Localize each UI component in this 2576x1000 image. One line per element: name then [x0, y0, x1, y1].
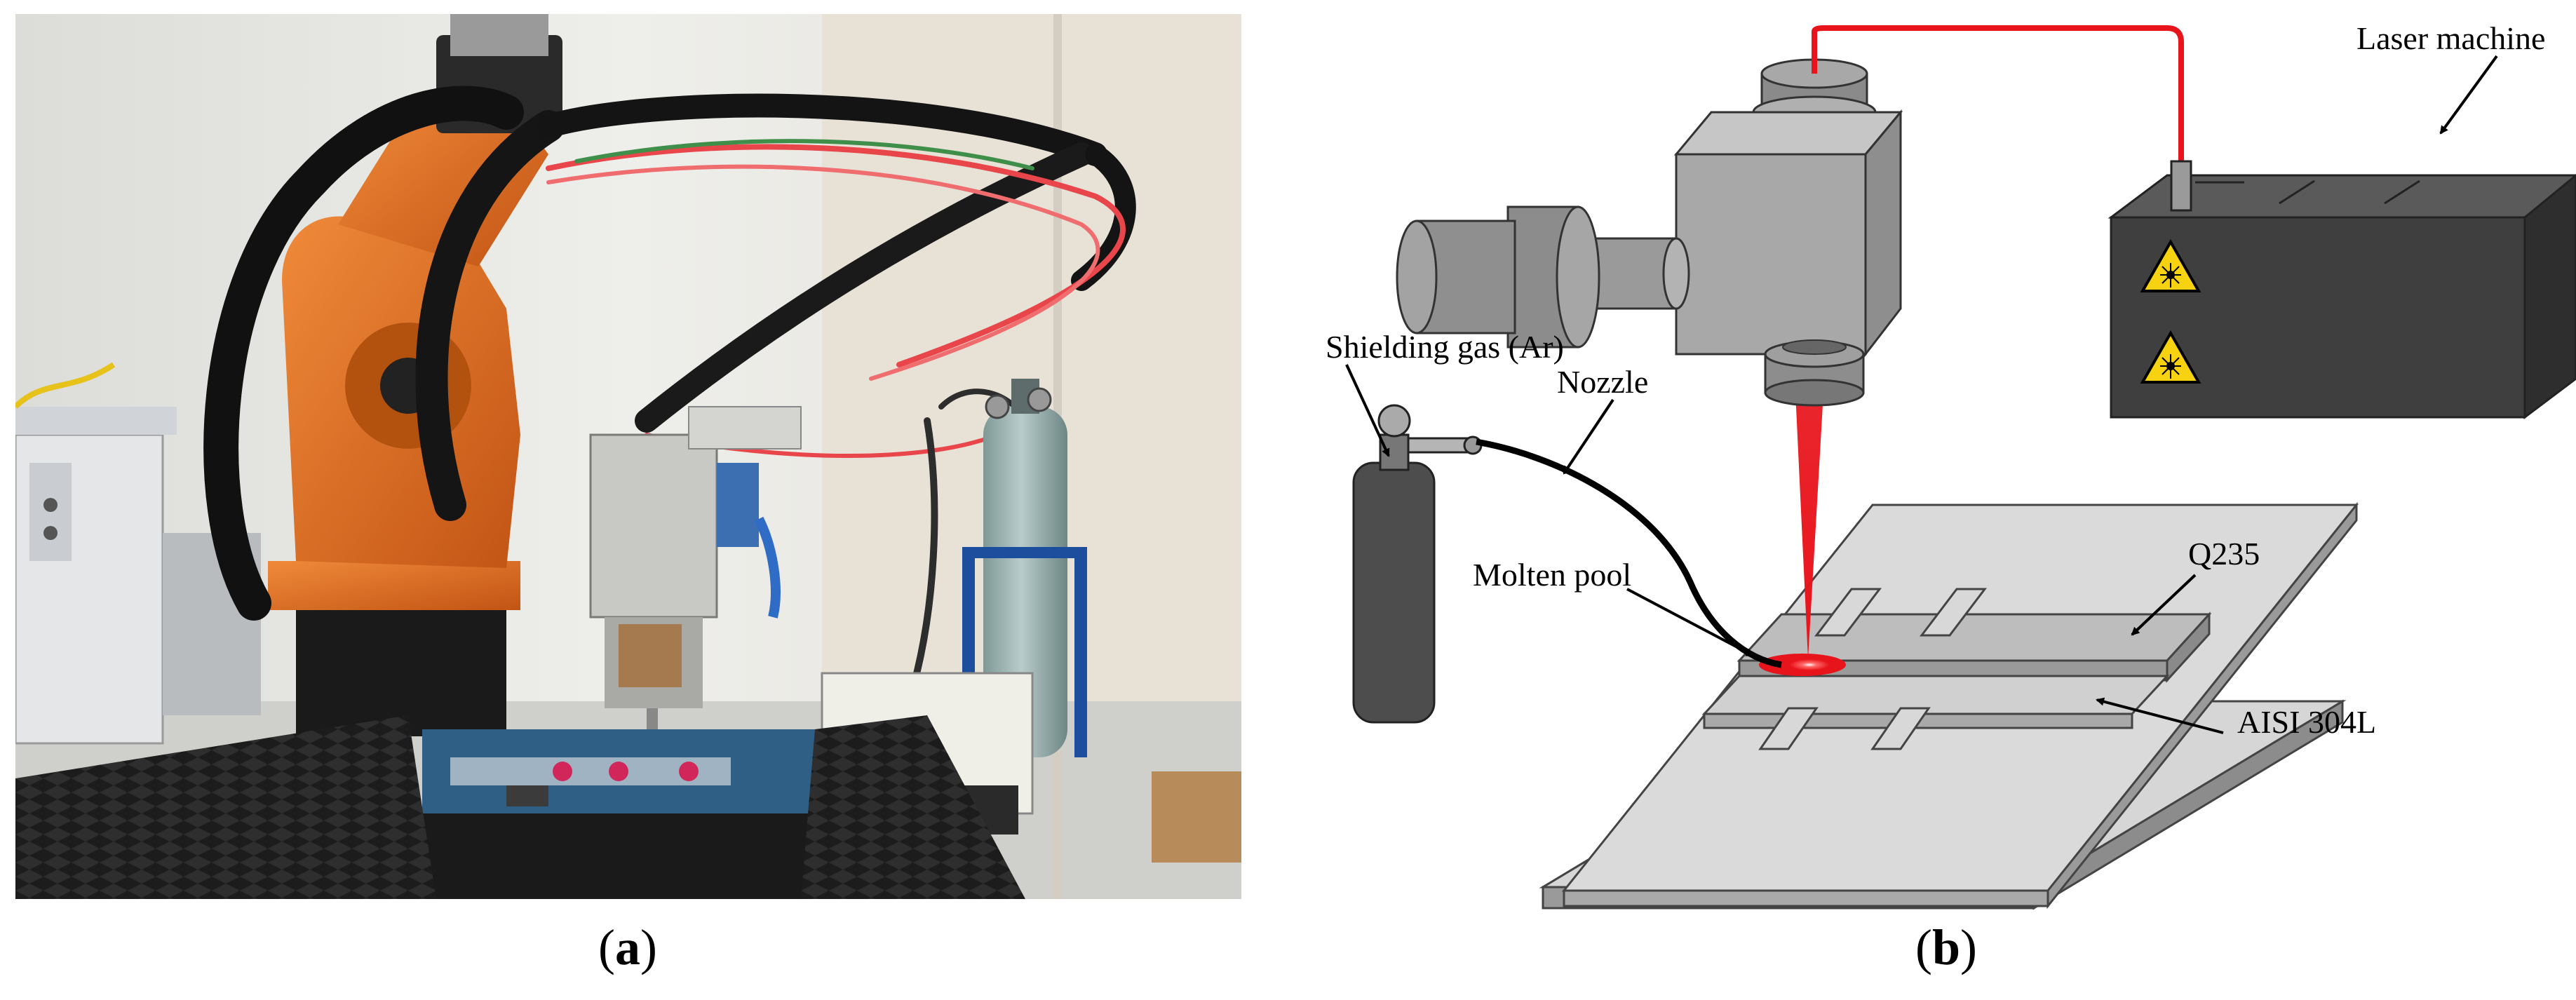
caption-a-close: ) — [640, 919, 657, 975]
molten-pool — [1759, 654, 1846, 676]
label-shielding-gas: Shielding gas (Ar) — [1326, 329, 1564, 365]
caption-b-label: b — [1931, 919, 1961, 975]
label-q235: Q235 — [2188, 536, 2260, 572]
caption-a-open: ( — [598, 919, 615, 975]
welding-cell-photo — [15, 14, 1241, 899]
caption-b: (b) — [1841, 919, 2051, 989]
right-bellows — [801, 715, 1025, 899]
caption-b-open: ( — [1915, 919, 1932, 975]
leader-arrows — [1345, 55, 2498, 734]
laser-warning-icon — [2140, 330, 2201, 384]
label-laser-machine: Laser machine — [2356, 20, 2545, 56]
cable-carriers — [203, 86, 1136, 691]
photo-panel-a — [15, 14, 1241, 899]
clamp-strips — [1758, 588, 1988, 750]
laser-machine — [2108, 160, 2576, 420]
side-camera — [1396, 205, 1690, 349]
left-bellows — [15, 715, 436, 899]
left-cabinet — [15, 362, 261, 745]
gas-nozzle-hose — [1476, 438, 1782, 668]
laser-fiber — [1812, 25, 2184, 161]
work-table — [408, 729, 843, 899]
welding-schematic: Laser machine Shielding gas (Ar) Nozzle … — [1326, 20, 2576, 910]
label-molten-pool: Molten pool — [1473, 557, 1631, 593]
laser-optics-head — [1673, 58, 1903, 407]
schematic-panel-b: Laser machine Shielding gas (Ar) Nozzle … — [1262, 0, 2576, 919]
caption-b-close: ) — [1960, 919, 1977, 975]
laser-head — [589, 406, 802, 757]
aisi-304l-sheet — [1701, 675, 2170, 729]
robot-base — [268, 561, 520, 736]
shielding-gas-cylinder — [1352, 404, 1483, 724]
caption-a-label: a — [615, 919, 640, 975]
label-nozzle: Nozzle — [1557, 364, 1648, 400]
laser-warning-icon — [2140, 238, 2201, 292]
caption-a: (a) — [522, 919, 733, 989]
label-aisi-304l: AISI 304L — [2237, 704, 2376, 740]
